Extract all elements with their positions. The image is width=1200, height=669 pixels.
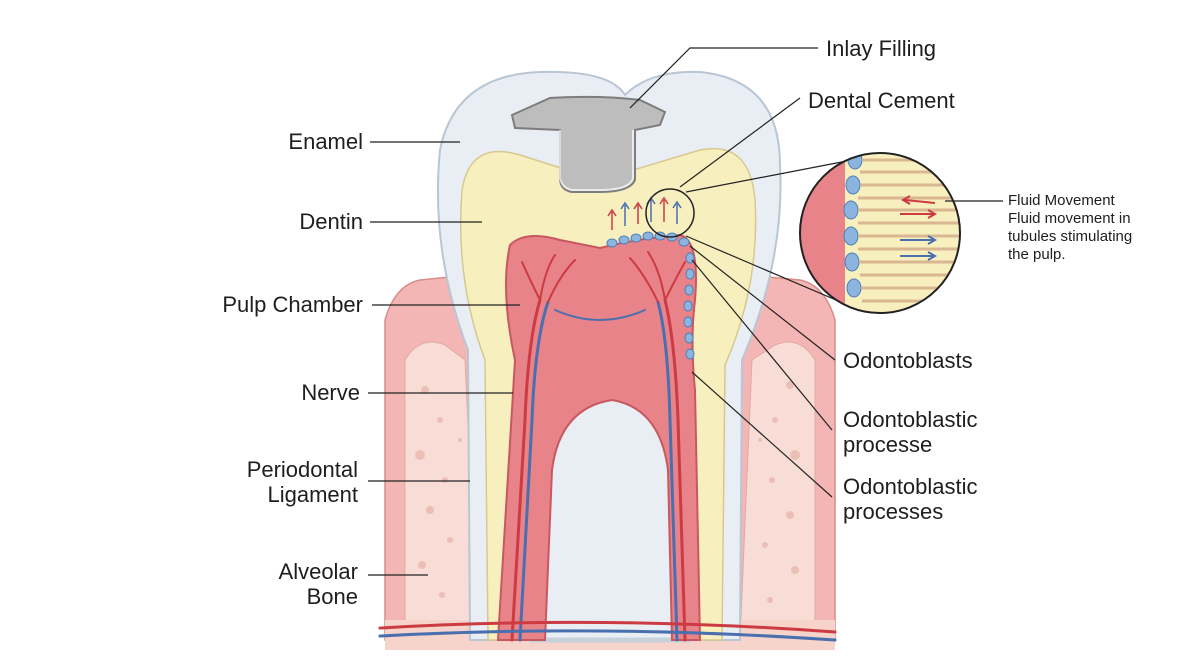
label-alveolar-bone: Alveolar Bone bbox=[230, 559, 358, 609]
label-inlay-filling: Inlay Filling bbox=[826, 36, 937, 61]
fluid-movement-desc-line3: the pulp. bbox=[1008, 246, 1066, 263]
label-alveolar-line2: Bone bbox=[306, 584, 358, 609]
label-odontoblastic-processes-line2: processes bbox=[843, 499, 944, 524]
label-alveolar-line1: Alveolar bbox=[278, 559, 358, 584]
fluid-movement-desc-line2: tubules stimulating bbox=[1008, 228, 1133, 245]
label-dental-cement: Dental Cement bbox=[808, 88, 955, 113]
label-odontoblastic-process-line1: Odontoblastic bbox=[843, 407, 978, 432]
label-pulp-chamber: Pulp Chamber bbox=[222, 292, 363, 317]
leader-lines bbox=[368, 47, 1003, 576]
label-dentin: Dentin bbox=[299, 209, 363, 234]
label-periodontal-line2: Ligament bbox=[267, 482, 358, 507]
zoom-focus-circle bbox=[645, 188, 695, 238]
alveolar-bone-right bbox=[739, 341, 816, 641]
label-odontoblastic-processes: Odontoblastic processes bbox=[843, 474, 978, 524]
label-periodontal-ligament: Periodontal Ligament bbox=[200, 457, 358, 507]
zoom-inset bbox=[685, 152, 961, 314]
dental-cement-layer bbox=[559, 130, 634, 191]
label-enamel: Enamel bbox=[288, 129, 363, 154]
pulp-chamber bbox=[496, 233, 702, 641]
label-odontoblastic-process-line2: processe bbox=[843, 432, 933, 457]
fluid-movement-title: Fluid Movement bbox=[1008, 192, 1115, 209]
odontoblast-row bbox=[606, 231, 695, 360]
label-odontoblastic-processes-line1: Odontoblastic bbox=[843, 474, 978, 499]
inlay-filling bbox=[510, 95, 667, 193]
fluid-movement-desc-line1: Fluid movement in bbox=[1008, 210, 1131, 227]
label-odontoblastic-process: Odontoblastic processe bbox=[843, 407, 978, 457]
label-odontoblasts: Odontoblasts bbox=[843, 348, 973, 373]
label-nerve: Nerve bbox=[301, 380, 360, 405]
label-fluid-movement: Fluid Movement Fluid movement in tubules… bbox=[1008, 192, 1132, 264]
blood-vessels bbox=[378, 251, 837, 642]
label-periodontal-line1: Periodontal bbox=[246, 457, 358, 482]
